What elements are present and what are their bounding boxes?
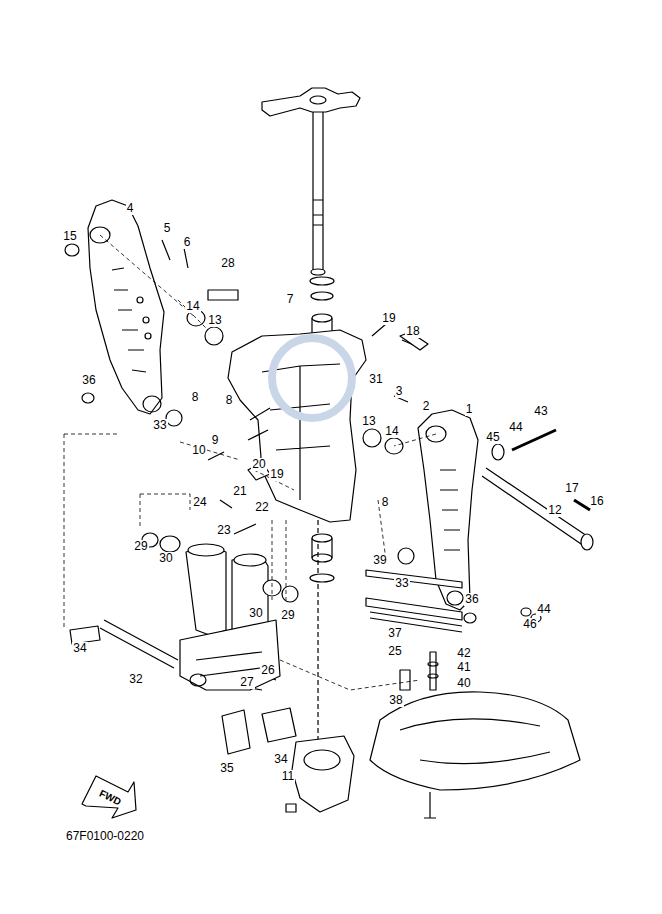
callout-number: 31 [368, 373, 383, 386]
callout-number: 1 [465, 403, 474, 416]
callout-number: 32 [128, 673, 143, 686]
callout-number: 6 [183, 236, 192, 249]
callout-number: 36 [81, 374, 96, 387]
callout-number: 3 [395, 385, 404, 398]
callout-number: 17 [564, 482, 579, 495]
callout-number: 8 [191, 391, 200, 404]
callout-number: 13 [207, 314, 222, 327]
callout-number: 33 [394, 577, 409, 590]
callout-number: 39 [372, 554, 387, 567]
callout-number: 30 [158, 552, 173, 565]
callout-number: 42 [456, 647, 471, 660]
callout-number: 26 [260, 664, 275, 677]
callout-number: 27 [239, 676, 254, 689]
callout-number: 2 [422, 400, 431, 413]
callout-number: 15 [62, 230, 77, 243]
callout-number: 24 [192, 496, 207, 509]
callout-number: 35 [219, 762, 234, 775]
callout-number: 8 [381, 496, 390, 509]
callout-number: 40 [456, 677, 471, 690]
callout-number: 18 [405, 325, 420, 338]
callout-number: 38 [388, 694, 403, 707]
callout-number: 9 [211, 434, 220, 447]
callout-number: 29 [280, 609, 295, 622]
callout-number: 16 [589, 495, 604, 508]
callout-number: 13 [361, 415, 376, 428]
callout-number: 14 [185, 300, 200, 313]
callout-number: 25 [387, 645, 402, 658]
callout-number: 7 [286, 293, 295, 306]
callout-number: 30 [248, 607, 263, 620]
callout-number: 28 [220, 257, 235, 270]
callout-number: 44 [536, 603, 551, 616]
callout-number: 43 [533, 405, 548, 418]
callout-number: 19 [381, 312, 396, 325]
callout-number: 11 [281, 770, 295, 783]
callout-number: 36 [464, 593, 479, 606]
callout-number: 5 [163, 222, 172, 235]
callout-number: 45 [485, 431, 500, 444]
callout-number: 22 [254, 501, 269, 514]
diagram-code: 67F0100-0220 [65, 830, 145, 843]
callout-number: 34 [72, 642, 87, 655]
callout-number: 19 [269, 468, 284, 481]
callout-number: 23 [216, 524, 231, 537]
callout-number: 33 [152, 419, 167, 432]
callout-number: 4 [126, 202, 135, 215]
callout-number: 44 [508, 421, 523, 434]
callout-number: 14 [384, 425, 399, 438]
callout-number: 10 [191, 444, 206, 457]
callout-number: 37 [387, 627, 402, 640]
callout-number: 41 [456, 661, 471, 674]
callout-number: 21 [232, 485, 247, 498]
callout-number: 20 [251, 458, 266, 471]
callout-number: 8 [225, 394, 234, 407]
callout-number: 12 [547, 504, 562, 517]
callout-number: 29 [133, 540, 148, 553]
callout-number: 46 [522, 618, 537, 631]
callout-number: 34 [273, 753, 288, 766]
